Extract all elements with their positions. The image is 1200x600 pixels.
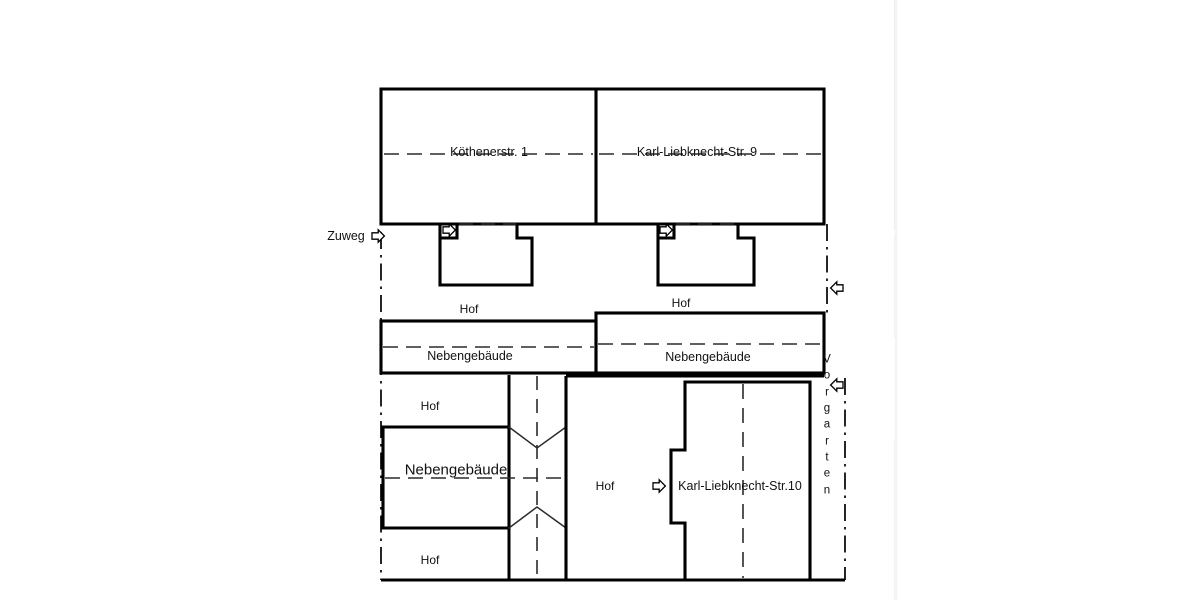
entrance-arrow-karl-liebknecht-9 [659, 223, 674, 237]
front-garden-letter: a [823, 418, 831, 431]
roof-ridge-lines-middle [383, 343, 822, 348]
outbuilding-label-bottom: Nebengebäude [404, 461, 508, 479]
courtyard-label-center: Hof [595, 479, 615, 493]
front-garden-letter: g [823, 402, 831, 415]
boundary-arrow-lower [829, 378, 844, 392]
outbuilding-label-left: Nebengebäude [427, 348, 513, 363]
access-path-label: Zuweg [327, 228, 365, 243]
building-label-karl-liebknecht-10: Karl-Liebknecht-Str.10 [678, 478, 802, 493]
entrance-arrow-kothenerstr-1 [442, 223, 457, 237]
courtyard-label-upper-left: Hof [459, 302, 479, 316]
nebengebaeude-right-outline [594, 311, 826, 375]
front-garden-label: V o r g a r t e n [823, 352, 831, 499]
outbuilding-label-right: Nebengebäude [665, 349, 751, 364]
property-boundary-line [380, 224, 846, 580]
front-garden-letter: n [823, 484, 831, 497]
courtyard-label-mid-left: Hof [420, 399, 440, 413]
entrance-arrow-karl-liebknecht-10 [652, 479, 667, 493]
front-garden-letter: r [825, 386, 829, 399]
front-garden-letter: e [823, 467, 831, 480]
side-wing-right [656, 222, 756, 287]
upper-street-block [379, 87, 826, 226]
entrance-arrow-zuweg [371, 229, 386, 243]
building-label-karl-liebknecht-9: Karl-Liebknecht-Str. 9 [636, 144, 758, 159]
courtyard-label-upper-right: Hof [671, 296, 691, 310]
front-garden-letter: o [823, 369, 831, 382]
front-garden-letter: r [825, 435, 829, 448]
side-wing-left [438, 222, 534, 287]
scan-edge-artifact [894, 0, 898, 600]
roof-hip-chevrons [508, 426, 567, 529]
building-label-kothenerstr-1: Köthenerstr. 1 [450, 144, 528, 159]
courtyard-label-lower-left: Hof [420, 553, 440, 567]
front-garden-letter: t [825, 451, 829, 464]
karl-liebknecht-10-outline [669, 380, 812, 582]
front-garden-letter: V [823, 353, 831, 366]
boundary-arrow-upper [829, 281, 844, 295]
